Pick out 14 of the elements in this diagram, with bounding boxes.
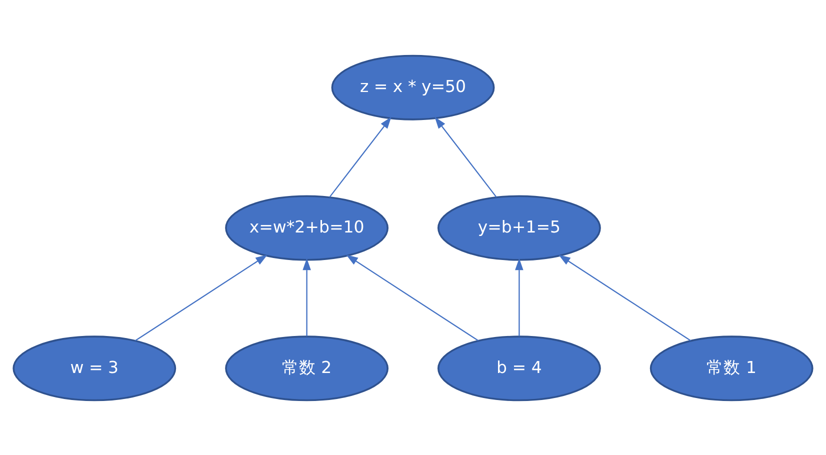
arrow: [515, 258, 524, 336]
node-ellipse: y=b+1=5: [437, 194, 601, 260]
arrow: [135, 254, 268, 341]
node-ellipse: 常数 2: [225, 335, 389, 401]
arrow: [558, 254, 691, 341]
node-ellipse: w = 3: [12, 335, 176, 401]
node-ellipse: x=w*2+b=10: [225, 194, 389, 260]
node-ellipse: z = x * y=50: [331, 54, 495, 120]
node-ellipse: b = 4: [437, 335, 601, 401]
arrow: [302, 258, 311, 336]
arrow: [346, 254, 479, 341]
node-ellipse: 常数 1: [650, 335, 814, 401]
arrow: [329, 116, 392, 198]
arrow: [434, 116, 497, 198]
